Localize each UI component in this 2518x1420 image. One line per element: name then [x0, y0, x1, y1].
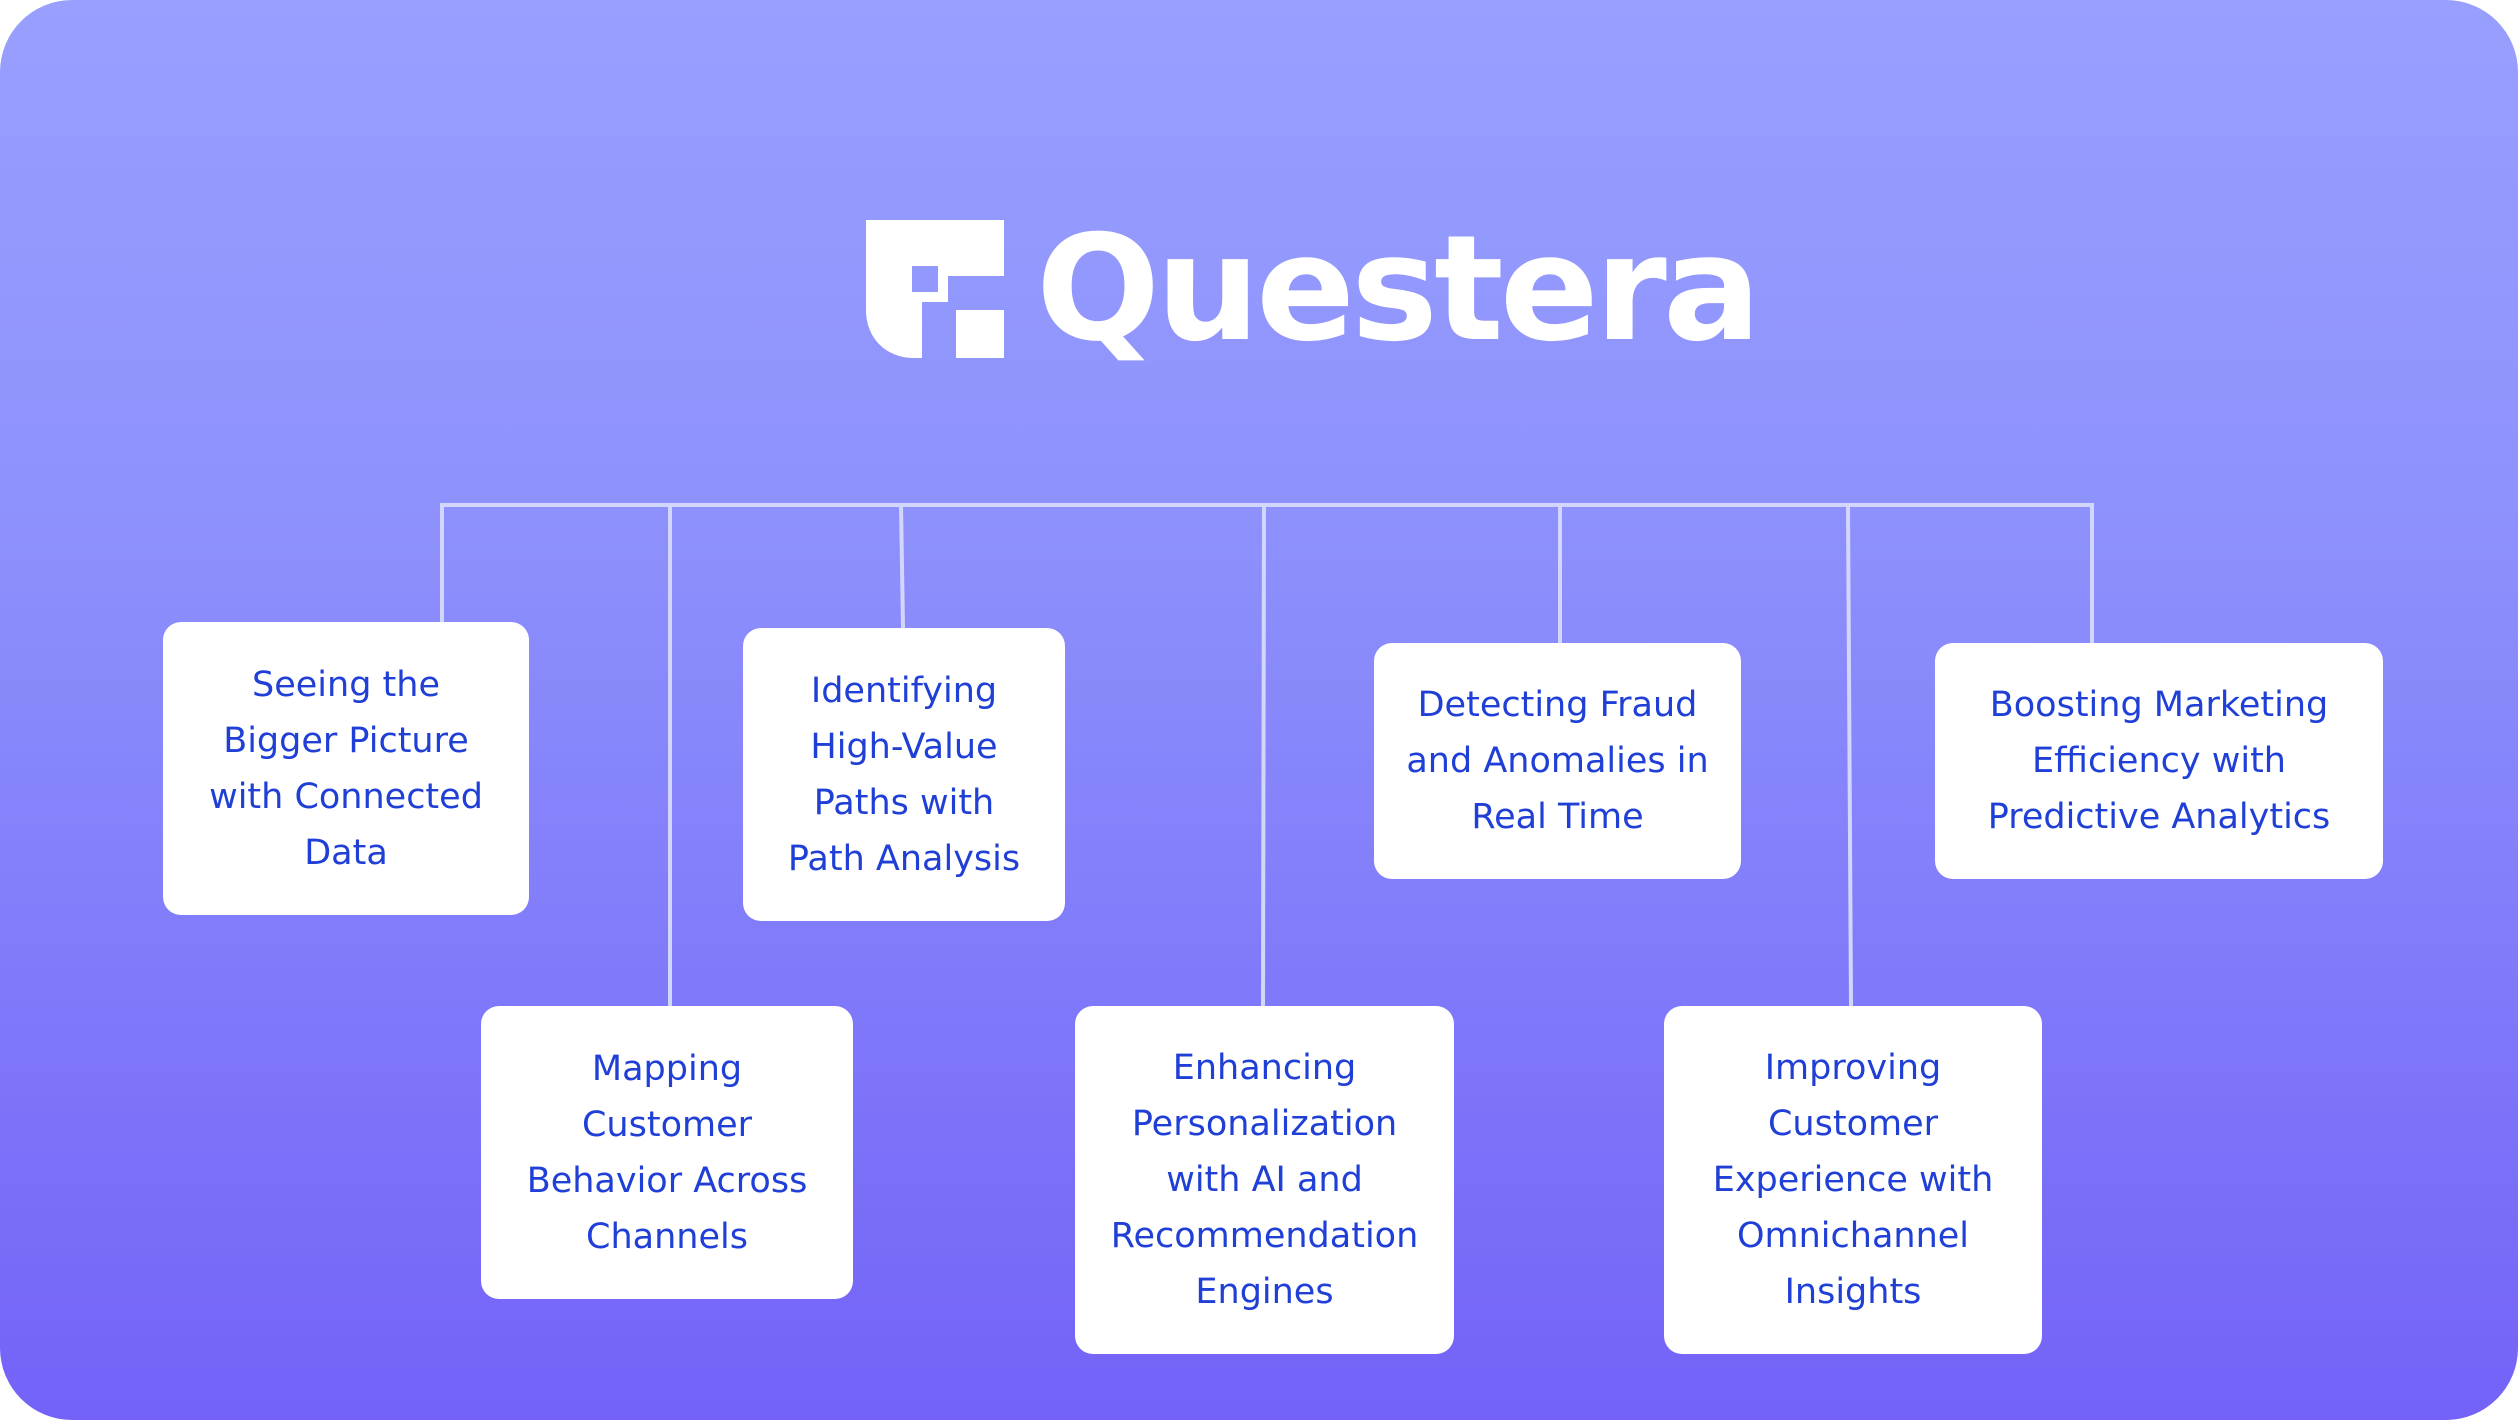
card-label: Enhancing Personalization with AI and Re…: [1110, 1048, 1419, 1312]
connector-6: [1846, 504, 1853, 1007]
card-fraud-detection: Detecting Fraud and Anomalies in Real Ti…: [1374, 643, 1741, 879]
connector-3: [899, 504, 905, 629]
card-personalization: Enhancing Personalization with AI and Re…: [1075, 1006, 1454, 1354]
card-label: Mapping Customer Behavior Across Channel…: [526, 1048, 808, 1257]
connector-4: [1261, 504, 1266, 1007]
brand-name: Questera: [1036, 204, 1761, 374]
card-path-analysis: Identifying High-Value Paths with Path A…: [743, 628, 1065, 921]
card-label: Improving Customer Experience with Omnic…: [1712, 1048, 1994, 1312]
card-label: Detecting Fraud and Anomalies in Real Ti…: [1406, 685, 1709, 837]
card-label: Seeing the Bigger Picture with Connected…: [209, 664, 483, 873]
card-customer-experience: Improving Customer Experience with Omnic…: [1664, 1006, 2042, 1354]
card-label: Boosting Marketing Efficiency with Predi…: [1987, 685, 2331, 837]
card-label: Identifying High-Value Paths with Path A…: [787, 670, 1021, 879]
card-connected-data: Seeing the Bigger Picture with Connected…: [163, 622, 529, 915]
questera-logo-icon: [866, 220, 1004, 358]
brand-logo: Questera: [866, 204, 1761, 374]
card-customer-behavior: Mapping Customer Behavior Across Channel…: [481, 1006, 853, 1299]
card-marketing-efficiency: Boosting Marketing Efficiency with Predi…: [1935, 643, 2383, 879]
